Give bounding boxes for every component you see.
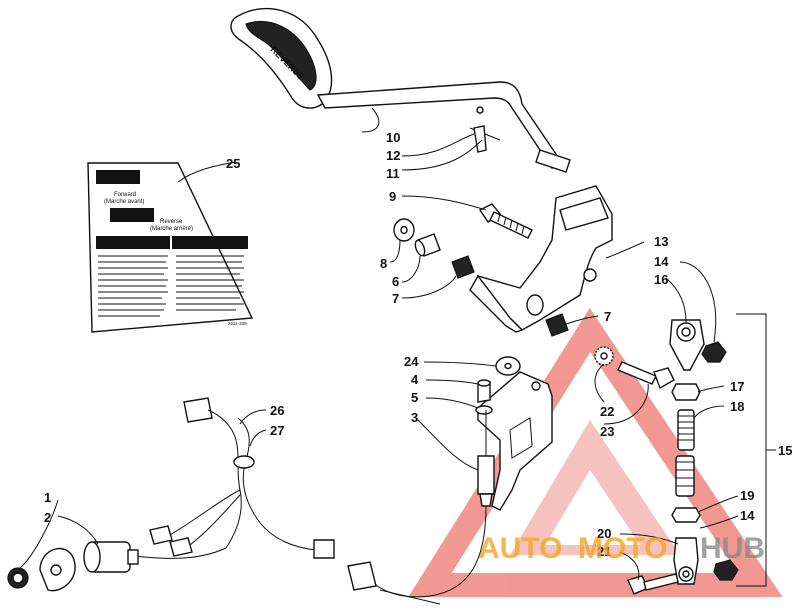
nut-14-lower <box>713 559 739 581</box>
callout-14-upper: 14 <box>654 254 669 269</box>
callout-19: 19 <box>740 488 754 503</box>
decal-part-number: 2611-339 <box>228 321 247 326</box>
callout-9: 9 <box>389 189 396 204</box>
decal-push: PUSH <box>104 174 126 183</box>
bushing-6 <box>414 233 441 257</box>
decal-forward: Forward <box>114 192 136 198</box>
spacer-7-lower <box>545 313 569 337</box>
nut-19 <box>671 507 701 523</box>
decal-pull: PULL <box>118 212 139 221</box>
shift-bracket <box>469 185 613 333</box>
callout-27: 27 <box>270 423 284 438</box>
callout-12: 12 <box>386 148 400 163</box>
callout-5: 5 <box>411 390 418 405</box>
callout-20: 20 <box>597 526 611 541</box>
callout-7-upper: 7 <box>392 291 399 306</box>
switch-4 <box>477 379 491 403</box>
bolt-9 <box>478 203 533 239</box>
rod-end-20 <box>673 537 699 585</box>
decal-forward-fr: (Marche avant) <box>104 199 144 205</box>
bolt-21 <box>627 573 679 595</box>
callout-14-lower: 14 <box>740 508 755 523</box>
bolt-23 <box>617 361 675 390</box>
rod-end-16 <box>669 319 705 371</box>
callout-11: 11 <box>386 166 400 181</box>
callout-22: 22 <box>600 404 614 419</box>
watermark-auto: AUTO <box>478 532 562 565</box>
decal-reverse-fr: (Marche arrière) <box>150 226 193 232</box>
decal-reverse: Reverse <box>160 219 183 225</box>
decal-caution: CAUTION <box>102 238 143 248</box>
callout-15: 15 <box>778 443 792 458</box>
ignition-switch-2 <box>83 541 139 573</box>
callout-21: 21 <box>597 544 611 559</box>
callout-numbers: 10 12 11 25 9 8 6 7 7 13 14 16 24 4 5 3 … <box>44 130 792 559</box>
lower-bracket <box>477 371 553 511</box>
decal-fine-print <box>98 255 244 317</box>
washer-24 <box>495 356 521 376</box>
leader-lines <box>19 107 776 587</box>
watermark-hub: HUB <box>700 532 765 565</box>
nut-17 <box>671 383 701 401</box>
bezel-plate <box>39 547 76 592</box>
lock-washer-22 <box>594 346 614 366</box>
shift-cable <box>347 410 495 605</box>
callout-25: 25 <box>226 156 240 171</box>
warning-decal: PUSH Forward (Marche avant) PULL Reverse… <box>87 162 254 333</box>
nut-14-upper <box>701 341 727 363</box>
callout-23: 23 <box>600 424 614 439</box>
nut-ring-1 <box>7 567 29 589</box>
callout-1: 1 <box>44 490 51 505</box>
callout-2: 2 <box>44 510 51 525</box>
callout-4: 4 <box>411 372 419 387</box>
washer-8 <box>393 218 415 242</box>
spacer-7-upper <box>451 255 475 279</box>
watermark-moto: MOTO <box>578 532 667 565</box>
callout-6: 6 <box>392 274 399 289</box>
callout-13: 13 <box>654 234 668 249</box>
callout-8: 8 <box>380 256 387 271</box>
callout-17: 17 <box>730 379 744 394</box>
decal-attention: ATTENTION <box>178 238 229 248</box>
callout-10: 10 <box>386 130 400 145</box>
wiring-harness <box>133 397 335 559</box>
threaded-rod-18 <box>675 409 695 497</box>
callout-24: 24 <box>404 354 419 369</box>
callout-18: 18 <box>730 399 744 414</box>
watermark-text: AUTO MOTO HUB <box>478 532 765 565</box>
shift-lever-handle: REVERSE <box>230 7 571 173</box>
callout-26: 26 <box>270 403 284 418</box>
callout-7-lower: 7 <box>604 309 611 324</box>
callout-3: 3 <box>411 410 418 425</box>
callout-16: 16 <box>654 272 668 287</box>
nut-5 <box>475 405 493 415</box>
